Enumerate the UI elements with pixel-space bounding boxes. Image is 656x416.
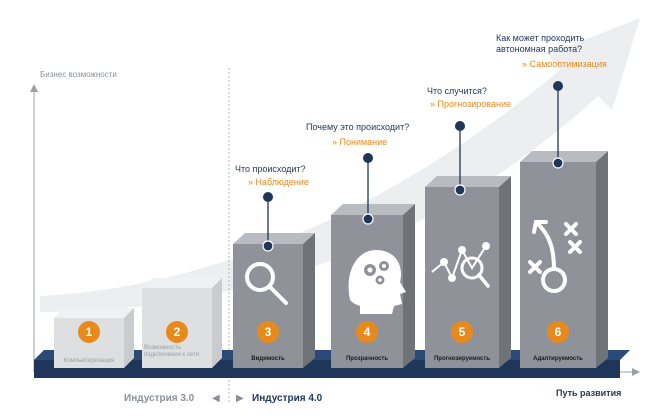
- bar-label-1: Компьютеризация: [63, 358, 115, 364]
- industry3-label: Индустрия 3.0: [124, 393, 195, 404]
- bar-label-6: Адаптируемость: [533, 356, 583, 362]
- pin-3: [262, 192, 274, 252]
- question-6-line1: Как может проходить: [496, 33, 585, 43]
- bar-3: [233, 233, 315, 368]
- badge-6: 6: [547, 321, 569, 343]
- badge-4: 4: [356, 321, 378, 343]
- answer-3: » Наблюдение: [248, 177, 309, 187]
- y-axis-arrowhead: [30, 84, 38, 92]
- question-6-line2: автономная работа?: [496, 44, 583, 54]
- pin-4: [362, 153, 374, 225]
- question-4: Почему это происходит?: [306, 122, 410, 132]
- head-gears-icon: [348, 250, 406, 314]
- magnifier-icon: [245, 262, 288, 305]
- strategy-play-icon: [528, 220, 582, 293]
- bar-label-5: Прогнозируемость: [433, 356, 491, 362]
- pin-6: [552, 81, 564, 169]
- industry4-label: Индустрия 4.0: [252, 393, 323, 404]
- left-arrow-icon: ◀: [212, 393, 220, 404]
- question-5: Что случится?: [427, 86, 487, 96]
- bar-label-2: Возможность подключения к сети: [144, 345, 200, 358]
- x-axis-label: Путь развития: [556, 388, 622, 398]
- answer-4: » Понимание: [332, 137, 388, 147]
- answer-6: » Самооптимизация: [522, 59, 607, 69]
- bar-label-4: Прозрачность: [345, 356, 389, 362]
- badge-5: 5: [451, 321, 473, 343]
- answer-5: » Прогнозирование: [430, 99, 511, 109]
- x-axis-arrowhead: [632, 368, 640, 376]
- bar-label-3: Видимость: [251, 356, 285, 362]
- badge-1: 1: [78, 321, 100, 343]
- badge-2: 2: [166, 321, 188, 343]
- pin-5: [454, 121, 466, 196]
- network-graph-icon: [431, 242, 490, 288]
- y-axis-label: Бизнес возможности: [40, 70, 117, 79]
- right-arrow-icon: ▶: [236, 393, 244, 404]
- badge-3: 3: [257, 321, 279, 343]
- question-3: Что происходит?: [235, 164, 306, 174]
